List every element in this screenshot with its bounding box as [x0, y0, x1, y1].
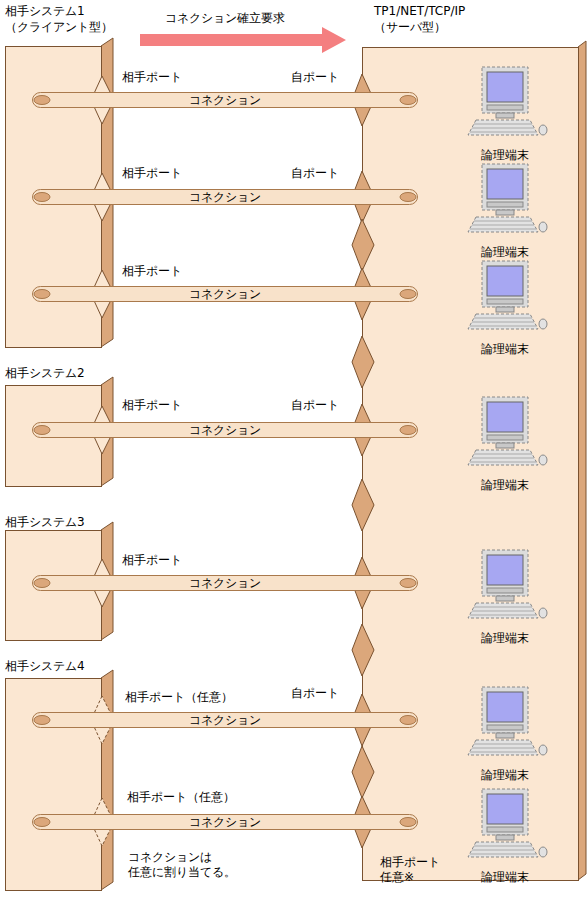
terminal-icon: [466, 787, 548, 861]
terminal-label: 論理端末: [462, 477, 547, 493]
port-label: 相手ポート（任意）: [125, 690, 233, 705]
logical-terminal: 論理端末: [462, 685, 547, 785]
system-heading: TP1/NET/TCP/IP: [374, 3, 465, 19]
terminal-icon: [466, 162, 548, 236]
system-heading: 相手システム1: [5, 3, 85, 19]
system-heading: 相手システム3: [5, 514, 85, 530]
note-text: コネクションは 任意に割り当てる。: [128, 850, 236, 880]
system-heading: （クライアント型）: [5, 19, 113, 35]
connection-label: コネクション: [189, 286, 261, 302]
port-label: 自ポート: [291, 686, 339, 701]
connection-label: コネクション: [189, 814, 261, 830]
port-label: 自ポート: [291, 70, 339, 85]
port-label: 自ポート: [291, 166, 339, 181]
connection-label: コネクション: [189, 575, 261, 591]
partner-system: 相手システム4: [5, 658, 117, 894]
system-heading: 相手システム2: [5, 365, 85, 381]
terminal-label: 論理端末: [462, 869, 547, 885]
connection: コネクション: [32, 286, 418, 302]
port-label: 相手ポート: [122, 264, 182, 279]
port-label: 相手ポート: [122, 398, 182, 413]
terminal-label: 論理端末: [462, 630, 547, 646]
connection: コネクション: [32, 92, 418, 108]
logical-terminal: 論理端末: [462, 259, 547, 359]
port-label: 相手ポート: [122, 553, 182, 568]
note-text: 相手ポート 任意※: [380, 855, 440, 885]
request-label: コネクション確立要求: [165, 11, 285, 26]
connection-label: コネクション: [189, 189, 261, 205]
terminal-label: 論理端末: [462, 244, 547, 260]
connection-label: コネクション: [189, 92, 261, 108]
terminal-icon: [466, 685, 548, 759]
system-box: [5, 658, 117, 894]
connection-label: コネクション: [189, 422, 261, 438]
logical-terminal: 論理端末: [462, 548, 547, 648]
connection-label: コネクション: [189, 712, 261, 728]
terminal-icon: [466, 65, 548, 139]
server-box: [362, 3, 587, 893]
port-label: 相手ポート: [122, 166, 182, 181]
logical-terminal: 論理端末: [462, 65, 547, 165]
connection: コネクション: [32, 814, 418, 830]
system-heading: 相手システム4: [5, 658, 85, 674]
logical-terminal: 論理端末: [462, 395, 547, 495]
terminal-label: 論理端末: [462, 767, 547, 783]
terminal-icon: [466, 259, 548, 333]
connection: コネクション: [32, 422, 418, 438]
terminal-label: 論理端末: [462, 341, 547, 357]
logical-terminal: 論理端末: [462, 787, 547, 887]
terminal-label: 論理端末: [462, 147, 547, 163]
logical-terminal: 論理端末: [462, 162, 547, 262]
port-label: 自ポート: [291, 398, 339, 413]
connection: コネクション: [32, 189, 418, 205]
system-heading: （サーバ型）: [374, 19, 446, 35]
port-label: 相手ポート（任意）: [127, 790, 235, 805]
request-arrow: [140, 27, 346, 53]
connection: コネクション: [32, 712, 418, 728]
terminal-icon: [466, 395, 548, 469]
terminal-icon: [466, 548, 548, 622]
port-label: 相手ポート: [122, 70, 182, 85]
server-system: TP1/NET/TCP/IP（サーバ型）論理端末論理端末論理端末論理端末論理端末…: [362, 3, 587, 893]
connection: コネクション: [32, 575, 418, 591]
